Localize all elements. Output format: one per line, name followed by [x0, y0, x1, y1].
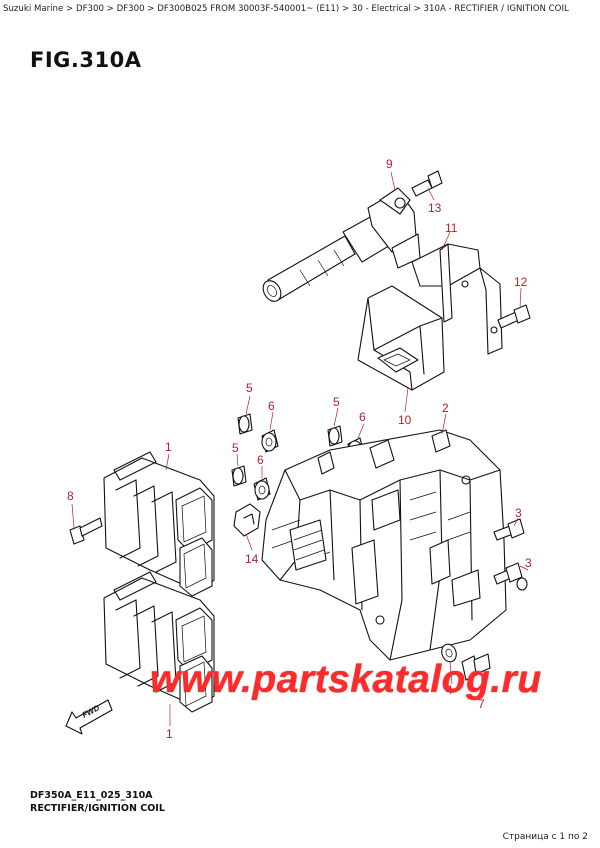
breadcrumb[interactable]: Suzuki Marine > DF300 > DF300 > DF300B02… [3, 4, 569, 14]
callout-7[interactable]: 7 [478, 697, 485, 711]
fwd-arrow-icon: FWD [65, 699, 113, 735]
callout-6-c[interactable]: 6 [257, 453, 264, 467]
callout-9[interactable]: 9 [386, 157, 393, 171]
callout-5-b[interactable]: 5 [333, 395, 340, 409]
rectifier-upper[interactable] [103, 451, 215, 597]
callout-1-lower[interactable]: 1 [166, 727, 173, 741]
figure-title: FIG.310A [30, 48, 142, 72]
callout-3-upper[interactable]: 3 [515, 506, 522, 520]
callout-11[interactable]: 11 [445, 221, 458, 235]
figure-name: RECTIFIER/IGNITION COIL [30, 803, 165, 814]
bolt-13[interactable] [411, 170, 443, 197]
grommet-5-b[interactable] [327, 425, 343, 447]
clip-14[interactable] [233, 503, 261, 537]
page-info: Страница с 1 по 2 [502, 832, 588, 842]
callout-14[interactable]: 14 [245, 552, 259, 566]
bolt-12[interactable] [497, 304, 531, 329]
coil-bracket[interactable] [411, 243, 503, 355]
callout-2[interactable]: 2 [442, 401, 449, 415]
callout-5-c[interactable]: 5 [232, 441, 239, 455]
callout-10[interactable]: 10 [398, 413, 412, 427]
callout-8[interactable]: 8 [67, 489, 74, 503]
callout-3-lower[interactable]: 3 [525, 556, 532, 570]
callout-6-b[interactable]: 6 [359, 410, 366, 424]
bolt-7[interactable] [461, 653, 491, 681]
washer-4[interactable] [439, 642, 458, 664]
grommet-5-c[interactable] [231, 465, 247, 487]
bolt-3-upper[interactable] [493, 518, 525, 541]
bolt-8[interactable] [69, 517, 103, 545]
callout-13[interactable]: 13 [428, 201, 442, 215]
callout-5-a[interactable]: 5 [246, 381, 253, 395]
callout-6-a[interactable]: 6 [268, 399, 275, 413]
callout-labels: 9 13 11 12 10 5 6 5 6 5 6 2 1 8 14 3 3 4… [67, 157, 532, 741]
grommet-5-a[interactable] [237, 413, 253, 435]
ignition-coil[interactable] [260, 187, 421, 305]
rectifier-lower[interactable] [103, 571, 215, 713]
collar-6-a[interactable] [261, 429, 279, 453]
callout-12[interactable]: 12 [514, 275, 528, 289]
callout-4[interactable]: 4 [446, 683, 453, 697]
rectifier-bracket[interactable] [261, 429, 507, 661]
leader-lines [71, 171, 529, 726]
figure-code: DF350A_E11_025_310A [30, 790, 153, 801]
collar-6-c[interactable] [253, 477, 271, 501]
coil-cover[interactable] [357, 285, 445, 391]
callout-1-upper[interactable]: 1 [165, 440, 172, 454]
watermark: www.partskatalog.ru [150, 658, 542, 701]
bolt-3-lower[interactable] [493, 562, 528, 591]
